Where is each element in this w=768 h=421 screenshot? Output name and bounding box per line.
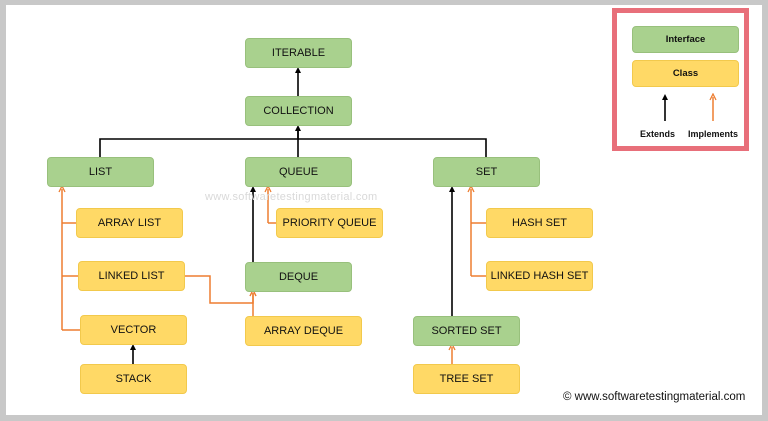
node-set: SET	[433, 157, 540, 187]
node-queue: QUEUE	[245, 157, 352, 187]
node-collection: COLLECTION	[245, 96, 352, 126]
set-extends-collection-line	[298, 138, 487, 157]
node-hash-set: HASH SET	[486, 208, 593, 238]
list-extends-collection-line	[99, 125, 301, 157]
node-priority-queue: PRIORITY QUEUE	[276, 208, 383, 238]
node-sorted-set: SORTED SET	[413, 316, 520, 346]
legend-arrows	[662, 13, 744, 121]
node-list: LIST	[47, 157, 154, 187]
node-stack: STACK	[80, 364, 187, 394]
node-linked-list: LINKED LIST	[78, 261, 185, 291]
watermark-text: www.softwaretestingmaterial.com	[205, 191, 378, 203]
node-vector: VECTOR	[80, 315, 187, 345]
linkedlist-impl-deque-line	[185, 275, 253, 304]
legend-extends-label: Extends	[640, 129, 676, 139]
node-array-deque: ARRAY DEQUE	[245, 316, 362, 346]
node-tree-set: TREE SET	[413, 364, 520, 394]
legend-panel: Interface Class Extends Implements	[612, 8, 749, 151]
node-array-list: ARRAY LIST	[76, 208, 183, 238]
legend-class-swatch: Class	[632, 60, 739, 87]
legend-implements-label: Implements	[688, 129, 739, 139]
node-linked-hash-set: LINKED HASH SET	[486, 261, 593, 291]
node-deque: DEQUE	[245, 262, 352, 292]
node-iterable: ITERABLE	[245, 38, 352, 68]
copyright-text: © www.softwaretestingmaterial.com	[563, 391, 746, 403]
legend-interface-swatch: Interface	[632, 26, 739, 53]
